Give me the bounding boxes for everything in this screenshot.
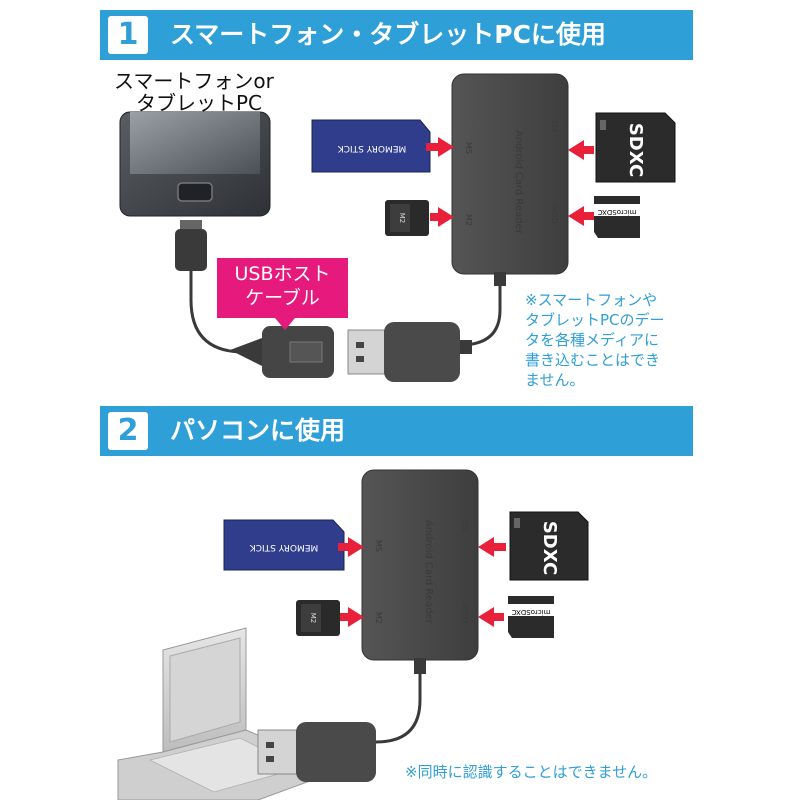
arrow-icon xyxy=(568,140,594,160)
svg-text:SD: SD xyxy=(550,120,559,131)
m2-card-2: M2 xyxy=(296,600,340,636)
svg-text:mSD: mSD xyxy=(460,604,469,623)
sdxc-label-1: SDXC xyxy=(625,123,646,177)
note1-line: ません。 xyxy=(525,371,585,389)
section2-number: 2 xyxy=(108,412,148,450)
arrow-icon xyxy=(568,206,594,226)
arrow-icon xyxy=(430,207,454,227)
svg-text:M2: M2 xyxy=(374,612,383,624)
microsdxc-card-1: microSDXC xyxy=(594,196,640,238)
sdxc-card-1: SDXC xyxy=(595,112,676,183)
m2-card-1: M2 xyxy=(385,200,429,236)
note1-line: タを各種メディアに xyxy=(525,331,659,349)
svg-text:M2: M2 xyxy=(464,214,473,226)
section2-note: ※同時に認識することはできません。 xyxy=(405,763,658,781)
memory-stick-label-1: MEMORY STICK xyxy=(337,143,406,153)
section2-title: パソコンに使用 xyxy=(170,416,346,445)
note1-line: 書き込むことはでき xyxy=(525,351,661,369)
laptop-illustration xyxy=(117,627,342,800)
note1-line: ※スマートフォンや xyxy=(525,291,658,309)
m2-label-1: M2 xyxy=(398,213,406,224)
note1-line: タブレットPCのデー xyxy=(525,311,665,329)
phone-label-line2: タブレットPC xyxy=(136,91,263,115)
svg-text:MS: MS xyxy=(464,142,473,154)
sdxc-label-2: SDXC xyxy=(539,521,560,575)
microsdxc-card-2: microSDXC xyxy=(508,596,554,638)
cable-label-line2: ケーブル xyxy=(245,287,320,309)
arrow-icon xyxy=(478,537,506,557)
arrow-icon xyxy=(338,537,364,557)
usb-a-plug-1 xyxy=(347,275,502,382)
card-reader-1: Android Card Reader MS M2 SD mSD xyxy=(451,73,569,286)
phone-label: スマートフォンor タブレットPC xyxy=(114,70,294,114)
usb-host-cable-label: USBホスト ケーブル xyxy=(217,258,348,330)
section1-note: ※スマートフォンや タブレットPCのデー タを各種メディアに 書き込むことはでき… xyxy=(525,290,715,390)
usb-host-adapter xyxy=(230,326,334,378)
phone-label-line1: スマートフォンor xyxy=(114,69,274,93)
reader-2-name: Android Card Reader xyxy=(423,520,434,625)
microsdxc-label-2: microSDXC xyxy=(512,608,551,616)
svg-text:mSD: mSD xyxy=(550,205,559,224)
section1-title: スマートフォン・タブレットPCに使用 xyxy=(170,20,606,49)
arrow-icon xyxy=(426,137,454,157)
section1-banner: 1 スマートフォン・タブレットPCに使用 xyxy=(100,10,693,60)
section1-number: 1 xyxy=(108,16,148,54)
reader-1-name: Android Card Reader xyxy=(513,130,524,235)
smartphone-illustration xyxy=(119,111,271,217)
sdxc-card-2: SDXC xyxy=(509,511,589,581)
usb-a-plug-2 xyxy=(257,674,422,782)
cable-label-line1: USBホスト xyxy=(234,263,331,285)
microsdxc-label-1: microSDXC xyxy=(598,208,637,216)
svg-text:MS: MS xyxy=(374,540,383,552)
memory-stick-card-1: MEMORY STICK xyxy=(311,119,431,173)
section2-banner: 2 パソコンに使用 xyxy=(100,406,693,456)
memory-stick-card-2: MEMORY STICK xyxy=(223,519,345,571)
m2-label-2: M2 xyxy=(309,613,317,624)
memory-stick-label-2: MEMORY STICK xyxy=(249,542,318,552)
arrow-icon xyxy=(340,607,364,627)
card-reader-2: Android Card Reader MS M2 SD mSD xyxy=(361,469,479,674)
arrow-icon xyxy=(478,607,504,627)
svg-text:SD: SD xyxy=(460,520,469,531)
